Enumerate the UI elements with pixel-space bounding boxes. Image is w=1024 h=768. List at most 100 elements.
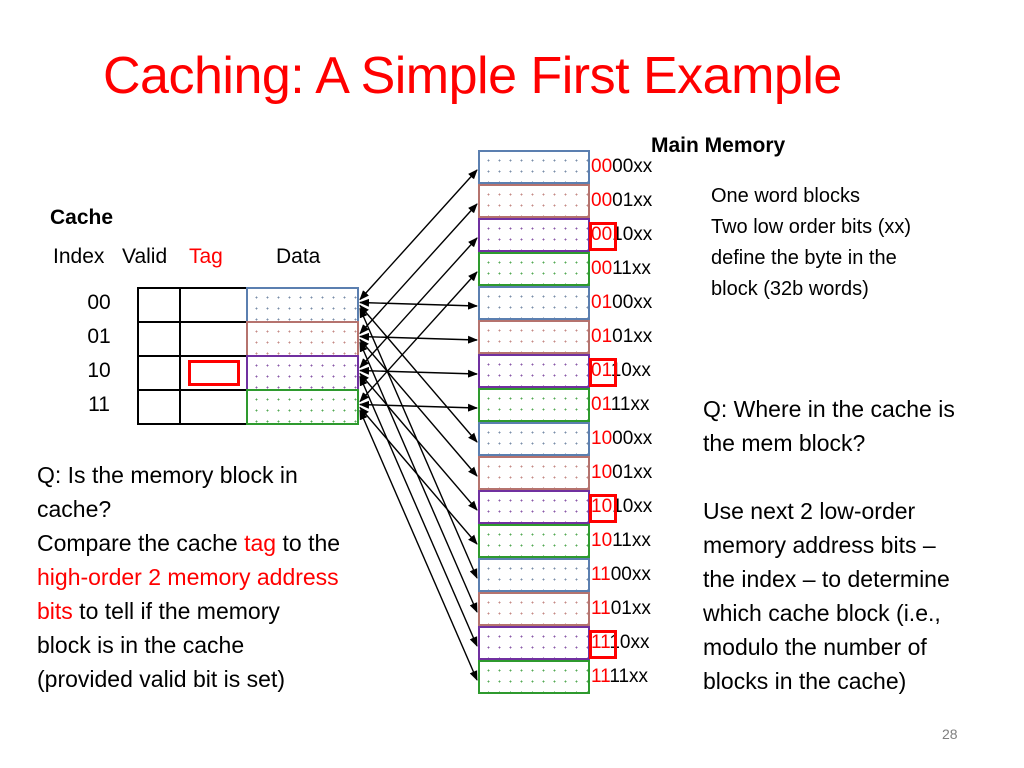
address-low-bits: 10xx xyxy=(609,632,650,653)
memory-note-line: One word blocks xyxy=(711,185,860,207)
address-low-bits: 11xx xyxy=(610,394,650,415)
memory-block xyxy=(478,524,590,558)
address-low-bits: 01xx xyxy=(612,326,653,347)
address-low-bits: 10xx xyxy=(612,224,653,245)
col-header-valid: Valid xyxy=(122,245,168,268)
address-low-bits: 00xx xyxy=(612,156,653,177)
memory-address: 1111xx xyxy=(591,666,648,688)
address-low-bits: 01xx xyxy=(610,598,651,619)
memory-address: 1110xx xyxy=(591,632,649,654)
question-left-line: bits to tell if the memory xyxy=(37,594,340,628)
address-high-bits: 11 xyxy=(591,666,610,687)
address-low-bits: 00xx xyxy=(612,292,653,313)
memory-block xyxy=(478,592,590,626)
address-high-bits: 11 xyxy=(591,598,611,619)
col-header-tag: Tag xyxy=(189,245,223,268)
address-high-bits: 11 xyxy=(591,564,611,585)
address-low-bits: 11xx xyxy=(612,258,651,279)
address-high-bits: 10 xyxy=(591,462,613,483)
address-low-bits: 01xx xyxy=(612,190,653,211)
memory-block xyxy=(478,184,590,218)
cache-label: Cache xyxy=(50,206,114,229)
memory-address: 1011xx xyxy=(591,530,651,552)
address-high-bits: 11 xyxy=(591,632,610,653)
address-highlight-box xyxy=(589,358,617,387)
question-left-line: block is in the cache xyxy=(37,632,245,658)
address-high-bits: 01 xyxy=(591,326,613,347)
question-left-line: Compare the cache tag to the xyxy=(37,526,340,560)
memory-address: 0001xx xyxy=(591,190,652,212)
memory-block xyxy=(478,422,590,456)
cache-index-label: 00 xyxy=(87,291,111,314)
answer-right-line: the index – to determine xyxy=(703,566,950,592)
question-left-line: high-order 2 memory address xyxy=(37,564,339,590)
text: Compare the cache xyxy=(37,530,245,556)
text: to the xyxy=(276,530,341,556)
mapping-arrow xyxy=(359,409,478,681)
question-right-line: Q: Where in the cache is xyxy=(703,396,955,422)
address-high-bits: 00 xyxy=(591,224,613,245)
answer-right-line: Use next 2 low-order xyxy=(703,498,916,524)
question-left-line: (provided valid bit is set) xyxy=(37,666,285,692)
memory-address: 1001xx xyxy=(591,462,652,484)
address-low-bits: 11xx xyxy=(612,530,651,551)
address-low-bits: 01xx xyxy=(612,462,653,483)
address-highlight-box xyxy=(589,222,617,251)
cache-data-block xyxy=(246,321,359,357)
memory-note-line: block (32b words) xyxy=(711,278,869,300)
memory-block xyxy=(478,320,590,354)
cache-data-block xyxy=(246,287,359,323)
text: to tell if the memory xyxy=(72,598,280,624)
memory-note: One word blocks Two low order bits (xx) … xyxy=(711,181,911,305)
bits-keyword: bits xyxy=(37,598,73,624)
address-highlight-box xyxy=(589,494,617,523)
cache-index-label: 10 xyxy=(87,359,111,382)
address-high-bits: 00 xyxy=(591,156,613,177)
cache-data-block xyxy=(246,355,359,391)
address-low-bits: 10xx xyxy=(610,360,651,381)
memory-block xyxy=(478,286,590,320)
memory-block xyxy=(478,218,590,252)
address-high-bits: 00 xyxy=(591,258,613,279)
question-left-line: cache? xyxy=(37,496,112,522)
address-high-bits: 01 xyxy=(591,292,613,313)
address-low-bits: 10xx xyxy=(612,496,653,517)
main-memory-label: Main Memory xyxy=(651,134,786,157)
question-left: Q: Is the memory block in cache? Compare… xyxy=(37,458,340,696)
memory-block xyxy=(478,490,590,524)
spacer xyxy=(703,460,955,494)
memory-address: 0000xx xyxy=(591,156,652,178)
memory-note-line: define the byte in the xyxy=(711,247,897,269)
mapping-arrow xyxy=(359,341,478,613)
address-low-bits: 00xx xyxy=(610,564,651,585)
memory-address: 0101xx xyxy=(591,326,652,348)
answer-right-line: modulo the number of xyxy=(703,634,927,660)
memory-address: 0111xx xyxy=(591,394,649,416)
address-high-bits: 10 xyxy=(591,428,613,449)
slide-title: Caching: A Simple First Example xyxy=(103,47,842,105)
tag-keyword: tag xyxy=(244,530,277,556)
cache-data-block xyxy=(246,389,359,425)
mapping-arrow xyxy=(359,169,478,301)
col-header-index: Index xyxy=(53,245,105,268)
question-right: Q: Where in the cache is the mem block? … xyxy=(703,392,955,698)
address-high-bits: 10 xyxy=(591,530,613,551)
memory-block xyxy=(478,456,590,490)
mapping-arrow xyxy=(359,203,478,335)
cache-index-label: 01 xyxy=(87,325,111,348)
address-highlight-box xyxy=(589,630,617,659)
mapping-arrow xyxy=(359,375,478,647)
memory-block xyxy=(478,150,590,184)
cache-index-label: 11 xyxy=(88,393,110,416)
memory-address: 1100xx xyxy=(591,564,651,586)
memory-address: 1010xx xyxy=(591,496,652,518)
memory-address: 0010xx xyxy=(591,224,652,246)
memory-block xyxy=(478,558,590,592)
address-high-bits: 01 xyxy=(591,360,611,381)
tag-highlight-box xyxy=(188,360,240,386)
memory-address: 0100xx xyxy=(591,292,652,314)
address-low-bits: 00xx xyxy=(612,428,653,449)
memory-note-line: Two low order bits (xx) xyxy=(711,216,912,238)
memory-address: 1101xx xyxy=(591,598,651,620)
col-header-data: Data xyxy=(276,245,321,268)
